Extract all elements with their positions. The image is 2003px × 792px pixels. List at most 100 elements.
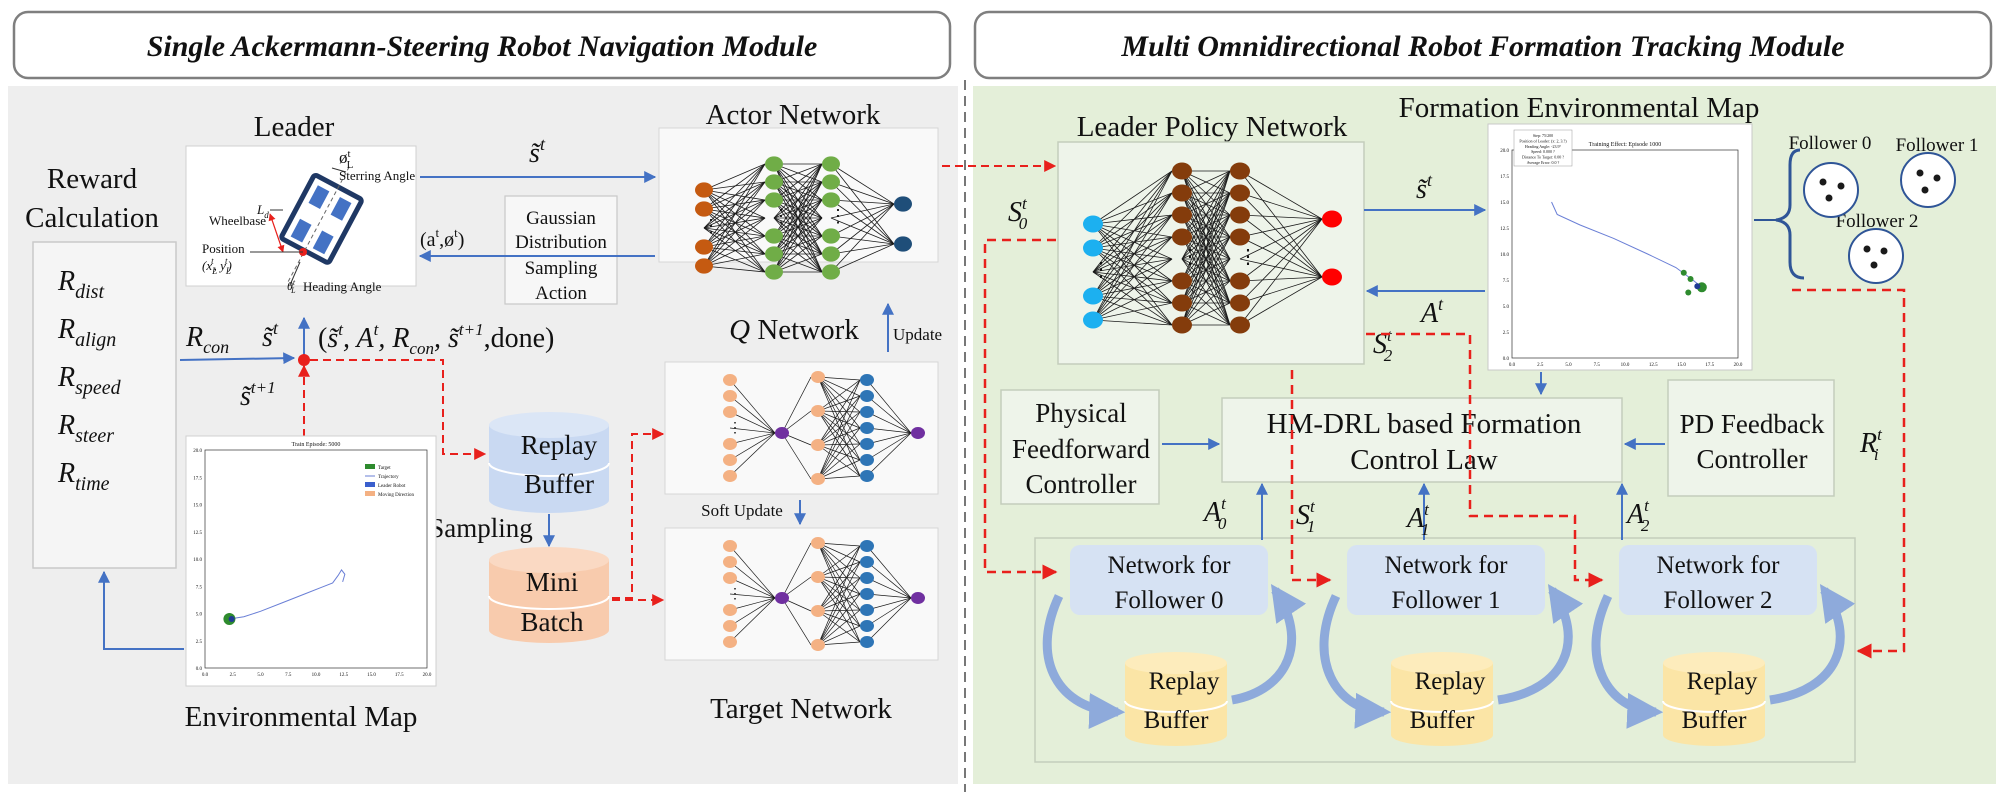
net-node [860,454,874,466]
chart-xtick: 17.5 [395,673,404,678]
net-edge [817,545,861,578]
net-edge [817,395,861,412]
net-edge [703,189,766,255]
net-node [723,374,737,386]
net-edge [1092,192,1173,297]
follower-2-loop-right [1769,584,1856,705]
net-node [894,236,912,252]
net-edge [817,542,861,595]
net-edge [830,203,895,219]
net-node [1172,316,1192,334]
chart-ytick: 15.0 [193,504,202,509]
net-node [1172,184,1192,202]
net-edge [1092,223,1173,260]
net-node [860,572,874,584]
net-ellipsis: ⋮ [728,587,742,602]
follower-0-replay-line2: Buffer [1144,707,1209,734]
state-label-top: s̃t [529,134,546,169]
target-network-title: Target Network [710,693,892,725]
net-edge [1181,170,1231,260]
batch-to-q-arrow [612,428,665,599]
right-header: Multi Omnidirectional Robot Formation Tr… [973,10,1993,80]
net-edge [1092,170,1173,225]
net-edge [1092,271,1173,282]
chart-xtick: 0.0 [202,673,209,678]
chart-xtick: 20.0 [423,673,432,678]
net-edge [817,542,861,547]
net-edge [866,432,912,477]
chart-title: Training Effect: Episode 1000 [1589,141,1662,148]
legend-swatch [365,491,375,496]
net-edge [781,542,812,599]
net-edge [1181,236,1231,326]
net-edge [1239,170,1323,278]
follower-0-replay-db [1125,663,1227,746]
net-edge [729,432,776,445]
net-node [1230,272,1250,290]
net-edge [817,376,861,445]
net-edge [817,561,861,646]
net-node [1230,316,1250,334]
net-edge [703,199,766,267]
net-node [1083,215,1103,233]
net-edge [1092,214,1173,249]
net-edge [817,542,861,611]
net-node [860,604,874,616]
legend-entry: Trajectory [378,475,399,480]
net-edge [1092,214,1173,225]
net-edge [817,576,861,595]
formation-info-line: Position of Leader: (x: 2, 3.?) [1519,138,1567,144]
net-edge [703,163,766,248]
net-node [911,592,925,604]
net-node [860,438,874,450]
net-edge [866,379,912,434]
net-edge [729,597,776,643]
net-edge [1092,223,1173,304]
reward-terms-box [32,241,177,569]
net-edge [1092,302,1173,321]
net-edge [729,545,776,599]
net-edge [830,199,895,245]
net-edge [1092,271,1173,304]
net-edge [729,411,776,434]
net-edge [1181,258,1231,326]
net-edge [1092,192,1173,225]
net-edge [729,597,776,611]
net-node [860,470,874,482]
hm-drl-line2: Control Law [1350,444,1497,476]
net-edge [817,376,861,381]
net-edge [1092,236,1173,321]
s2-dashed-arrow [1366,332,1604,588]
net-edge [773,235,823,273]
net-node [811,473,825,485]
chart-xtick: 10.0 [1621,363,1630,368]
replay-label-2: Buffer [524,469,594,499]
net-edge [729,597,776,627]
net-edge [830,163,895,205]
net-node [860,588,874,600]
reward-term-time: Rtime [57,458,110,495]
network-follower-1 [1347,545,1545,615]
replay-buffer-db: Replay Buffer [488,412,610,513]
steering-angle-label: Sterring Angle [339,168,415,183]
net-edge [817,609,861,612]
net-edge [817,411,861,446]
gaussian-line2: Distribution [515,232,607,253]
chart-xtick: 5.0 [257,673,264,678]
target-network-graph: ⋮ [723,537,925,651]
follower-2-replay-db-top [1663,652,1765,674]
net-node [811,605,825,617]
net-node [723,406,737,418]
leader-policy-box [1057,141,1365,365]
net-edge [866,427,912,434]
net-edge [703,189,766,273]
formation-follower-marker [1680,269,1687,276]
net-edge [781,597,812,646]
net-edge [1181,280,1231,326]
